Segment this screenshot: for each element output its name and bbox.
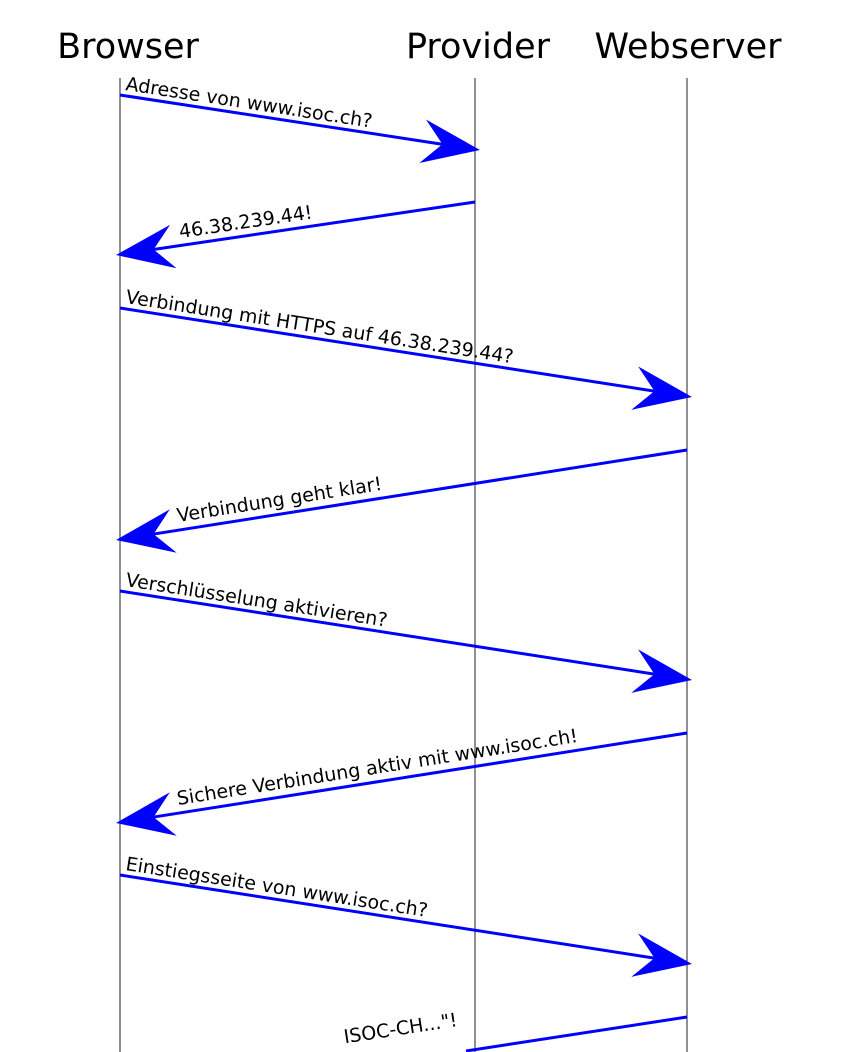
message-label: Sichere Verbindung aktiv mit www.isoc.ch…	[175, 725, 579, 810]
message-arrow	[465, 1015, 688, 1052]
message-arrow	[145, 448, 688, 537]
arrowhead-icon	[631, 366, 692, 410]
arrowhead-icon	[631, 933, 692, 977]
message-label: ISOC-CH..."!	[342, 1009, 458, 1048]
message-label: Verbindung mit HTTPS auf 46.38.239.44?	[124, 286, 515, 368]
participant-browser: Browser	[57, 27, 199, 67]
arrowhead-icon	[419, 119, 480, 163]
participant-provider: Provider	[406, 27, 551, 67]
message-label: Verbindung geht klar!	[175, 473, 383, 527]
message-arrow	[119, 93, 451, 147]
message-label: Einstiegsseite von www.isoc.ch?	[124, 853, 429, 922]
message-arrow	[119, 589, 663, 677]
arrowhead-icon	[116, 792, 177, 836]
message-arrow	[145, 731, 688, 820]
message-arrow	[145, 200, 476, 253]
message-label: Verschlüsselung aktivieren?	[124, 569, 389, 631]
message-arrow	[119, 873, 663, 961]
arrowhead-icon	[116, 224, 177, 269]
arrowhead-icon	[116, 509, 177, 553]
message-arrow	[119, 306, 663, 394]
arrowhead-icon	[631, 649, 692, 693]
participant-webserver: Webserver	[594, 27, 782, 67]
